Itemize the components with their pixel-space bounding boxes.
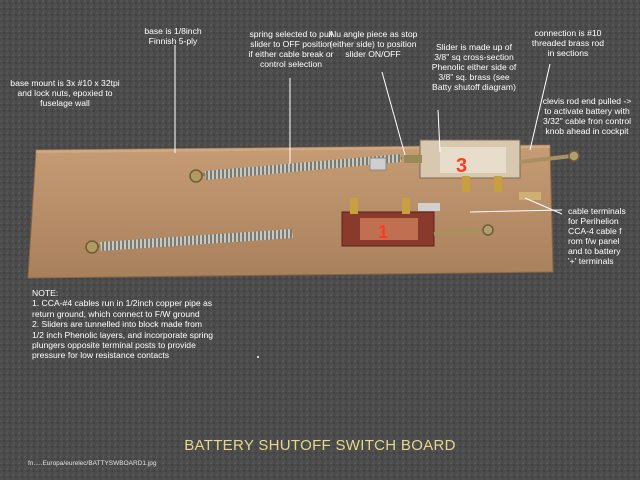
label-slider: Slider is made up of 3/8" sq cross-secti… (431, 42, 517, 92)
filename-caption: fn.....Europa/eurelec/BATTYSWBOARD1.jpg (28, 460, 157, 467)
lower-slider-front (360, 218, 418, 240)
lower-slider-mark: 1 (378, 222, 388, 242)
lower-terminal-lug (418, 203, 440, 211)
lower-clevis-end (482, 224, 494, 236)
speck (257, 356, 259, 358)
label-alu-angle: Alu angle piece as stop (either side) to… (328, 29, 418, 59)
upper-rod-end-left (189, 169, 203, 183)
label-spring: spring selected to pull slider to OFF po… (248, 29, 334, 69)
page-title: BATTERY SHUTOFF SWITCH BOARD (184, 437, 456, 454)
lower-spring (100, 229, 293, 251)
leader-slider (437, 109, 441, 153)
label-clevis: clevis rod end pulled -> to activate bat… (542, 96, 632, 136)
lower-connection-rod (433, 228, 487, 236)
leader-cable-terminals (469, 209, 563, 213)
note-block: NOTE: 1. CCA-#4 cables run in 1/2inch co… (32, 288, 214, 361)
leader-alu-angle (381, 71, 406, 156)
label-connection: connection is #10 threaded brass rod in … (531, 28, 605, 58)
alu-angle-stop-top (369, 157, 387, 171)
lower-terminal-post-2 (402, 198, 410, 214)
upper-terminal-post-2 (494, 176, 502, 192)
upper-slider-mark: 3 (456, 155, 467, 177)
upper-spring (205, 154, 401, 180)
upper-terminal-lug (519, 192, 541, 200)
upper-slider-front (440, 147, 506, 173)
lower-terminal-post-1 (350, 198, 358, 214)
label-base-mount: base mount is 3x #10 x 32tpi and lock nu… (10, 78, 120, 108)
label-cable-terminals: cable terminals for Perihelion CCA-4 cab… (568, 206, 626, 266)
upper-connection-rod (519, 154, 573, 164)
leader-cable-terminals-2 (524, 197, 563, 215)
leader-connection (529, 63, 551, 151)
upper-slider-rod (404, 155, 422, 163)
label-base: base is 1/8inch Finnish 5-ply (144, 26, 202, 46)
lower-rod-end-left (85, 240, 99, 254)
upper-clevis-end (568, 150, 580, 162)
upper-terminal-post-1 (462, 176, 470, 192)
